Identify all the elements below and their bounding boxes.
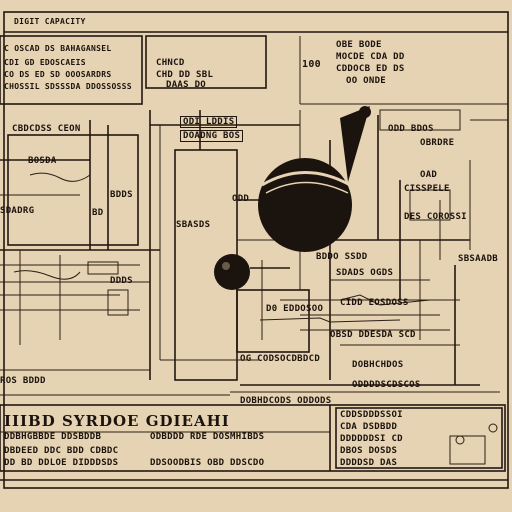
header-mid-line-3: DAAS DO bbox=[166, 80, 207, 90]
title-block-small-2: DD BD DDLOE DIDDDSDS bbox=[4, 458, 119, 468]
right-label-6: SBSAADB bbox=[458, 254, 499, 264]
right-col-label-1: BDDO SSDD bbox=[316, 252, 368, 262]
header-mid-line-1: CHNCD bbox=[156, 58, 185, 68]
center-label-6: OG CODSOCDBDCD bbox=[240, 354, 321, 364]
right-col-label-2: SDADS OGDS bbox=[336, 268, 394, 278]
code-label-100: 100 bbox=[302, 59, 321, 70]
title-block-heading: IIIBD SYRDOE GDIEAHI bbox=[4, 412, 230, 430]
mid-box-label-1: ODI LDDIS bbox=[180, 116, 238, 128]
right-label-3: OAD bbox=[420, 170, 438, 180]
bell-dome bbox=[258, 158, 352, 252]
center-label-1: SBASDS bbox=[176, 220, 211, 230]
header-left-line-2: CDI GD EDOSCAEIS bbox=[4, 58, 86, 67]
header-right-line-4: OO ONDE bbox=[346, 76, 387, 86]
left-label-5: DDDS bbox=[110, 276, 133, 286]
center-label-5: OBSD DDESDA SCD bbox=[330, 330, 416, 340]
right-label-1: ODD BDOS bbox=[388, 124, 434, 134]
right-panel-line-5: DDDDSD DAS bbox=[340, 458, 398, 468]
left-label-2: BDDS bbox=[110, 190, 133, 200]
center-lower-box bbox=[236, 289, 310, 353]
header-right-line-2: MOCDE CDA DD bbox=[336, 52, 405, 62]
header-left-line-1: C OSCAD DS BAHAGANSEL bbox=[4, 44, 112, 53]
header-left-line-3: CO DS ED SD OOOSARDRS bbox=[4, 70, 112, 79]
left-label-1: CBDCDSS CEON bbox=[12, 124, 81, 134]
right-panel-line-4: DBOS DOSDS bbox=[340, 446, 398, 456]
bell-component bbox=[258, 106, 371, 252]
header-mid-box bbox=[145, 35, 267, 89]
title-block-small-1: DBDEED DDC BDD CDBDC bbox=[4, 446, 119, 456]
lower-label-1: DOBHCHDOS bbox=[352, 360, 404, 370]
right-panel-line-2: CDA DSDBDD bbox=[340, 422, 398, 432]
left-label-4: BD bbox=[92, 208, 104, 218]
right-label-2: OBRDRE bbox=[420, 138, 455, 148]
header-left-line-4: CHOSSIL SDSSSDA DDOSSOSSS bbox=[4, 82, 132, 91]
lower-left-label: ROS BDDD bbox=[0, 376, 46, 386]
header-right-line-3: CDDOCB ED DS bbox=[336, 64, 405, 74]
title-block-sub-2: DDBHGBBDE DDSBDDB bbox=[4, 432, 102, 442]
lower-label-2: ODDDDSCDSCOS bbox=[352, 380, 421, 390]
right-label-4: CISSPELE bbox=[404, 184, 450, 194]
left-label-3: SDADRG bbox=[0, 206, 35, 216]
right-panel-line-3: DDDDDDSI CD bbox=[340, 434, 403, 444]
title-block-small-3: DDSOODBIS OBD DDSCDO bbox=[150, 458, 265, 468]
header-mid-line-2: CHD DD SBL bbox=[156, 70, 214, 80]
lower-label-3: DOBHDCODS ODDODS bbox=[240, 396, 332, 406]
center-label-3: D0 EDDOSOO bbox=[266, 304, 324, 314]
right-label-5: DES COROSSI bbox=[404, 212, 467, 222]
title-block-sub-1: ODBDDD RDE DOSMHIBDS bbox=[150, 432, 265, 442]
header-right-line-1: OBE BODE bbox=[336, 40, 382, 50]
mid-box-label-2: DOADNG BOS bbox=[180, 130, 244, 142]
left-label-1b: BOSDA bbox=[28, 156, 57, 166]
header-left-box bbox=[0, 35, 143, 105]
top-band-label: DIGIT CAPACITY bbox=[14, 17, 86, 26]
center-label-2: ODD bbox=[232, 194, 250, 204]
center-label-4: CIDD EOSDOSS bbox=[340, 298, 409, 308]
left-block bbox=[7, 134, 139, 246]
bulb-component bbox=[214, 254, 290, 290]
title-block bbox=[0, 404, 506, 472]
right-panel-line-1: CDDSDDDSSOI bbox=[340, 410, 403, 420]
